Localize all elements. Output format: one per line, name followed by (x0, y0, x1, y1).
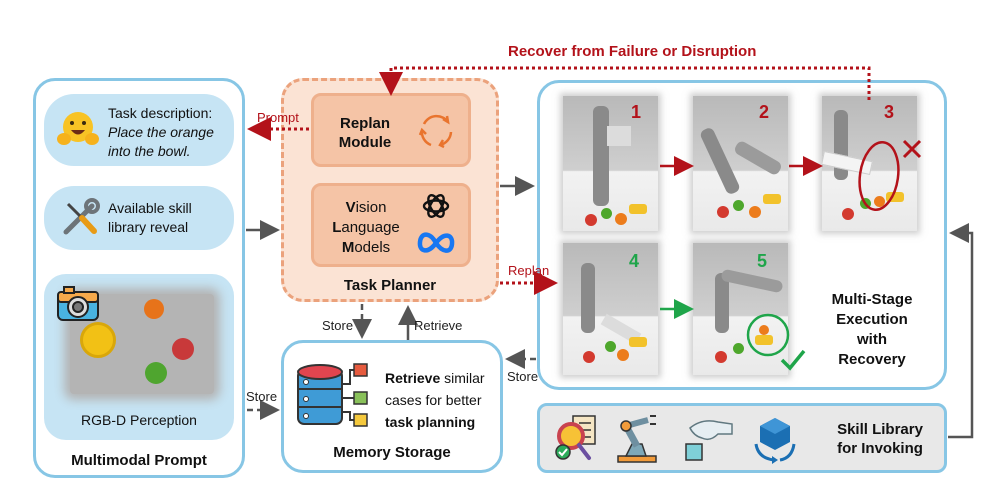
idea-checklist-icon (553, 412, 599, 464)
execution-title-line3: with (857, 331, 887, 348)
replan-label-line2: Module (338, 134, 392, 151)
replan-edge-label: Replan (508, 263, 550, 278)
red-apple (172, 338, 194, 360)
vlm-rest-ision: ision (355, 199, 387, 216)
tools-icon (60, 198, 100, 238)
skill-reveal-line1: Available skill (108, 200, 192, 216)
execution-title-line1: Multi-Stage (831, 291, 913, 308)
database-icon (294, 362, 374, 430)
skill-library-line2: for Invoking (837, 440, 923, 457)
step-4-number: 4 (629, 251, 640, 271)
hand-grasp-cube-icon (682, 416, 734, 464)
store-left-edge-label: Store (246, 389, 278, 404)
refresh-cycle-icon (414, 110, 458, 154)
skill-reveal-pill: Available skill library reveal (44, 186, 234, 250)
vlm-initial-l: L (332, 219, 342, 236)
step-3-photo: 3 (822, 96, 917, 231)
memory-desc-similar: similar (440, 370, 485, 386)
memory-desc-line3: task planning (385, 414, 476, 430)
memory-desc-line1: Retrieve similar (385, 367, 485, 389)
hugging-face-emoji-icon (56, 108, 100, 152)
step-4-photo: 4 (563, 243, 658, 375)
memory-desc-line2: cases for better (385, 392, 482, 408)
step-3-number: 3 (884, 102, 895, 122)
task-description-pill: Task description: Place the orange into … (44, 94, 234, 166)
step-2-number: 2 (759, 102, 770, 122)
vlm-rest-anguage: anguage (341, 219, 400, 236)
green-apple (145, 362, 167, 384)
recover-loop-label: Recover from Failure or Disruption (508, 43, 757, 60)
vlm-rest-odels: odels (354, 239, 391, 256)
vlm-line2: Language (328, 218, 404, 238)
vlm-line1: Vision (328, 198, 404, 218)
prompt-edge-label: Prompt (257, 110, 299, 125)
skill-library-panel (537, 403, 947, 473)
task-text-line1: Place the orange (108, 124, 214, 140)
perception-pill: RGB-D Perception (44, 274, 234, 440)
tabletop-image (70, 294, 214, 394)
meta-logo-icon (416, 230, 456, 256)
perception-caption: RGB-D Perception (81, 412, 197, 428)
bowl (80, 322, 116, 358)
skill-library-line1: Skill Library (837, 421, 923, 438)
retrieve-edge-label: Retrieve (414, 318, 463, 333)
vlm-initial-v: V (345, 199, 356, 216)
step-2-photo: 2 (693, 96, 788, 231)
openai-logo-icon (420, 190, 452, 222)
execution-title-line4: Recovery (838, 351, 906, 368)
store-exec-edge-label: Store (507, 369, 539, 384)
task-text-line2: into the bowl. (108, 143, 191, 159)
vlm-line3: Models (328, 238, 404, 258)
camera-icon (56, 284, 100, 324)
step-5-number: 5 (757, 251, 768, 271)
vlm-module: Vision Language Models (311, 183, 471, 267)
memory-desc-bold-retrieve: Retrieve (385, 370, 441, 386)
replan-module: Replan Module (311, 93, 471, 167)
skill-to-execution-arrow (948, 223, 974, 439)
memory-storage-title: Memory Storage (333, 444, 451, 461)
task-heading: Task description: (108, 105, 213, 121)
skill-reveal-line2: library reveal (108, 219, 189, 235)
multimodal-prompt-title: Multimodal Prompt (71, 452, 207, 469)
robot-arm-icon (612, 412, 662, 464)
replan-label-line1: Replan (339, 115, 390, 132)
task-planner-title: Task Planner (343, 277, 437, 294)
vlm-initial-m: M (341, 239, 355, 256)
step-5-photo: 5 (693, 243, 788, 375)
orange (144, 299, 164, 319)
store-planner-edge-label: Store (322, 318, 354, 333)
execution-title-line2: Execution (836, 311, 908, 328)
step-1-photo: 1 (563, 96, 658, 231)
step-1-number: 1 (631, 102, 642, 122)
rotate-cube-icon (750, 414, 800, 466)
